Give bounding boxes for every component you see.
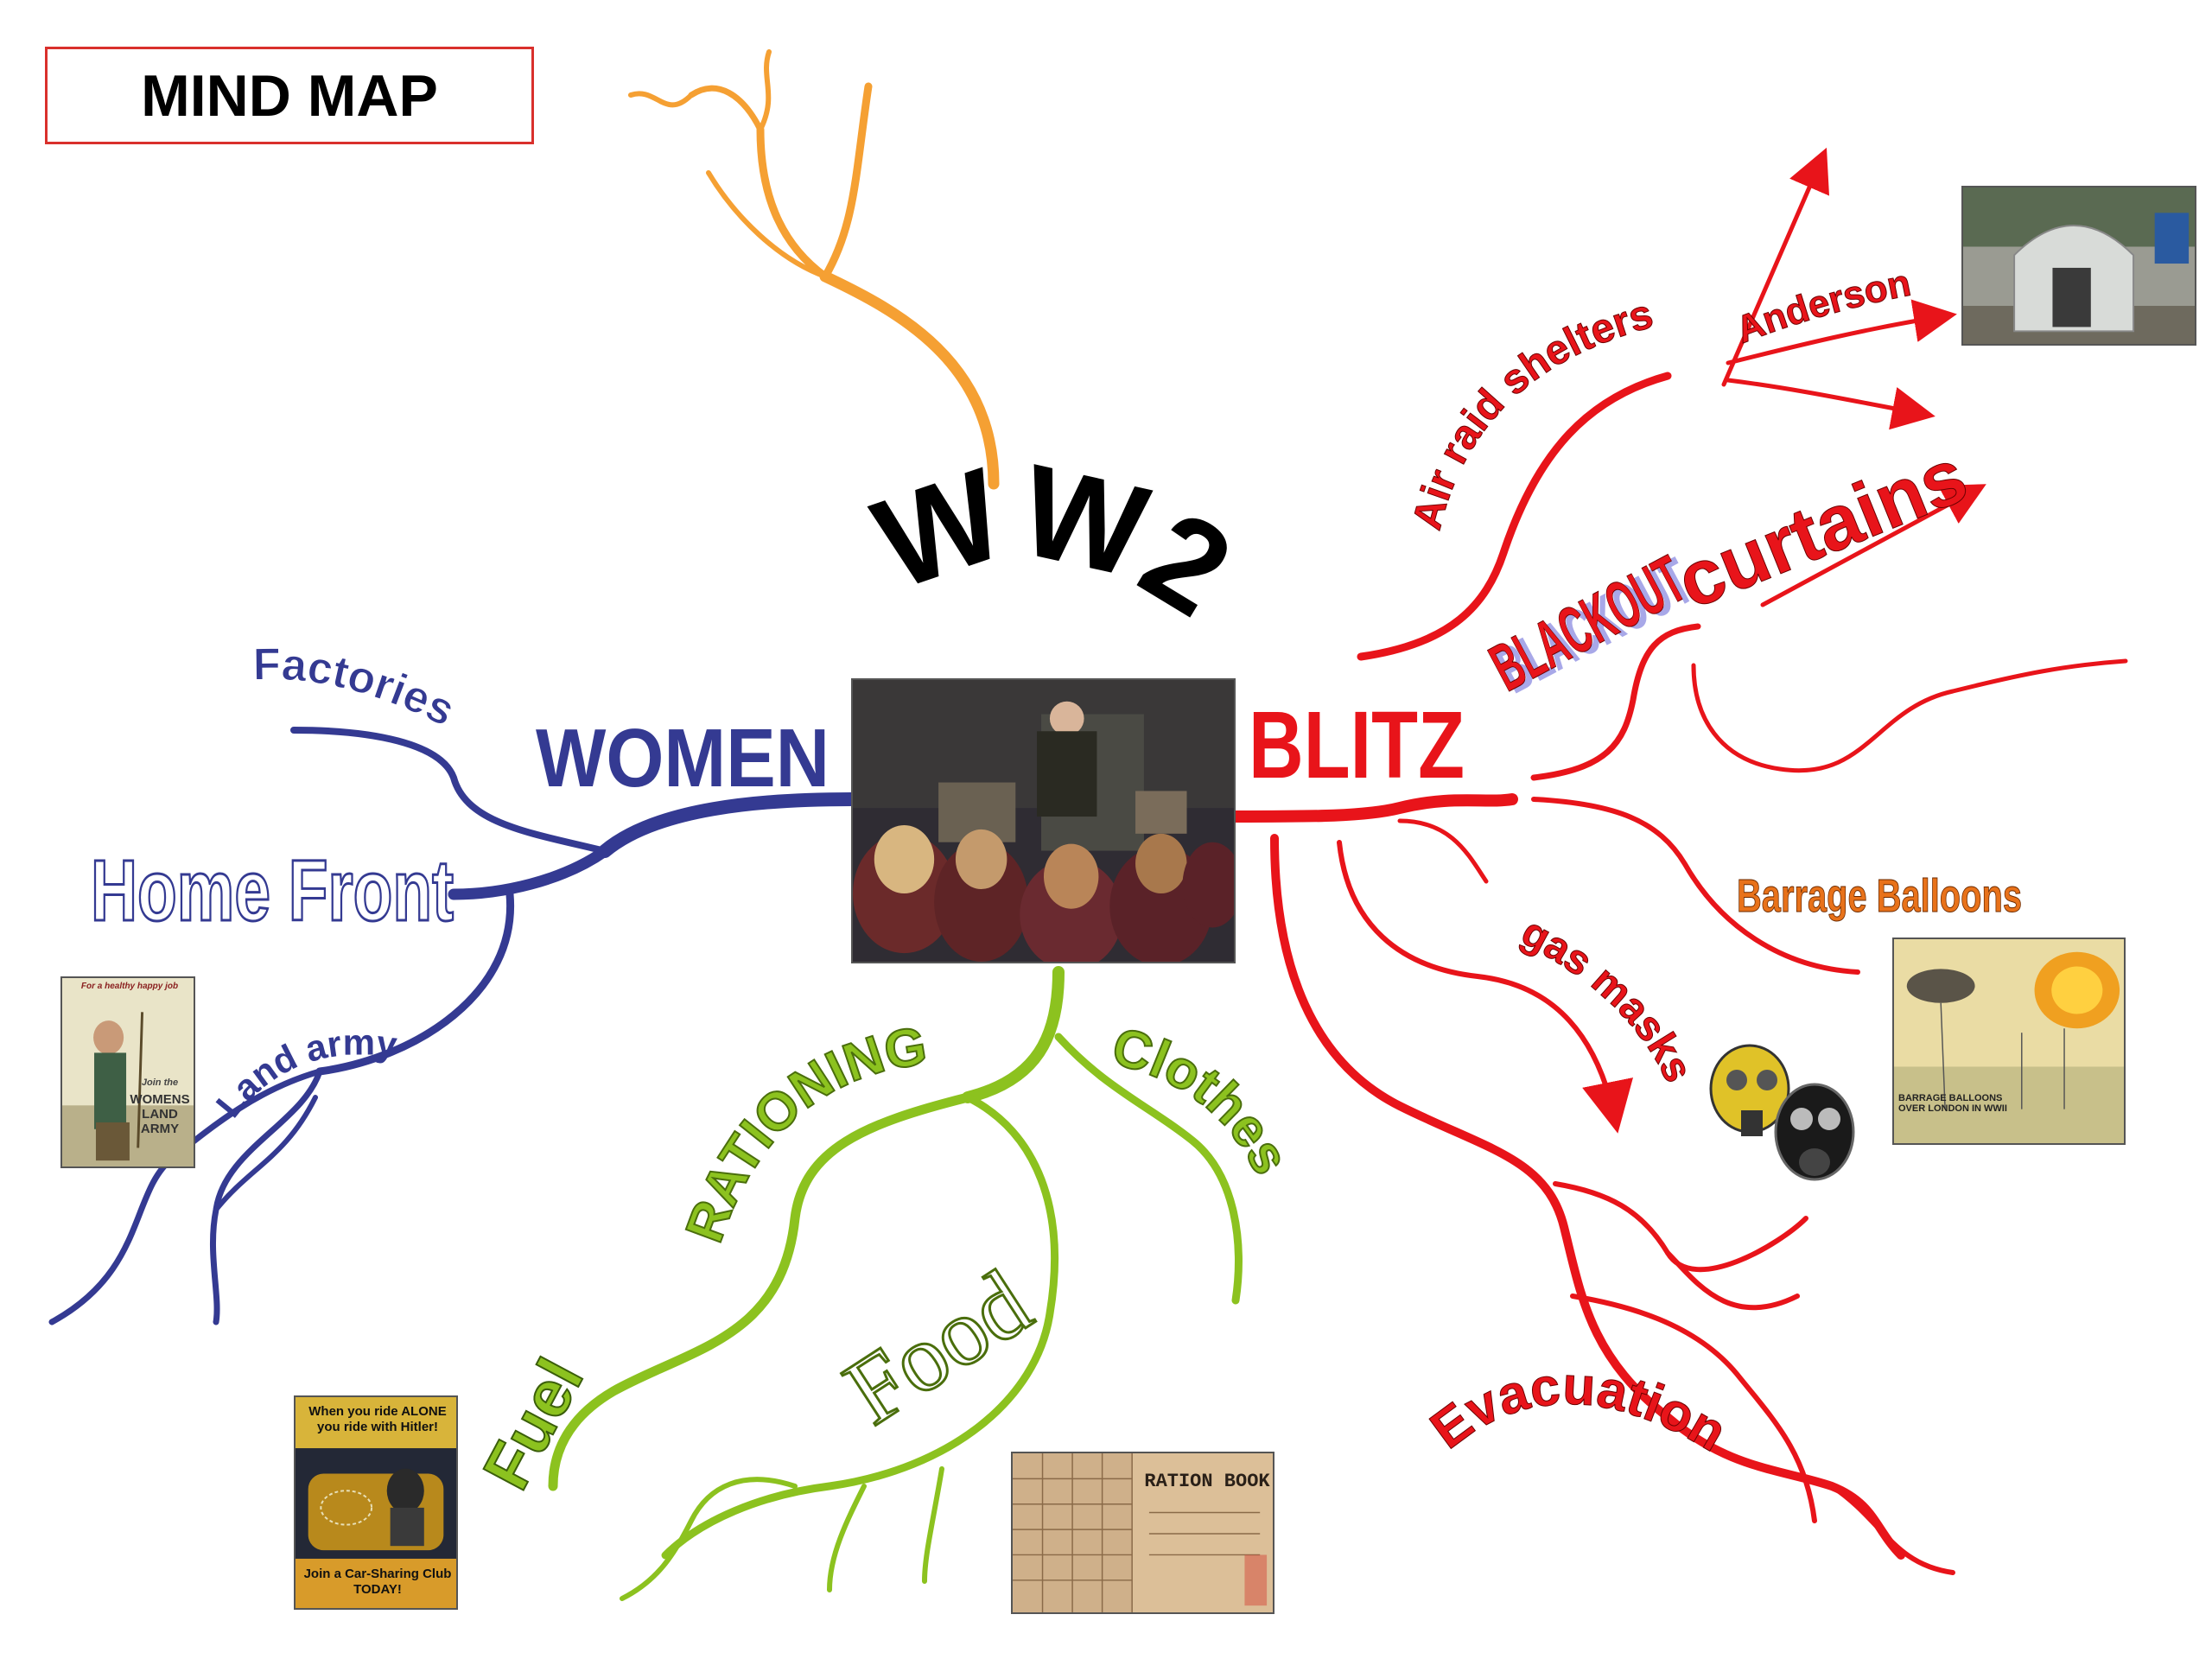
blitz-label: BLITZ [1249,692,1465,798]
barrage-balloons-art [1894,939,2124,1143]
center-photo [851,678,1236,963]
land-army-poster-top: For a healthy happy job [80,982,179,991]
curtains-label: curtains [1666,432,1979,626]
ration-book-label: RATION BOOK [1144,1471,1270,1492]
car-sharing-poster: When you ride ALONE you ride with Hitler… [294,1395,458,1610]
ration-book-art [1013,1453,1273,1612]
land-army-poster-text: WOMENS LAND ARMY [130,1092,190,1136]
center-title: WW2 [858,436,1255,644]
car-sharing-poster-top: When you ride ALONE you ride with Hitler… [308,1404,447,1434]
anderson-shelter-art [1963,188,2195,344]
ration-book-image: RATION BOOK [1011,1452,1274,1614]
blackout-label-group: BLACKOUT BLACKOUT [1478,540,1704,707]
women-branch [48,727,858,1325]
rationing-label: RATIONING [675,1016,931,1250]
food-label: Food [827,1249,1048,1445]
classroom-photo-art [853,680,1234,962]
barrage-balloons-caption: BARRAGE BALLOONS OVER LONDON IN WWII [1898,1093,2007,1114]
rationing-branch [548,966,1243,1601]
blackout-label: BLACKOUT [1478,541,1697,705]
home-front-label: Home Front [91,842,454,939]
air-raid-shelters-label: Air raid shelters [1404,291,1658,534]
land-army-poster: For a healthy happy job Join the WOMENS … [60,976,195,1168]
mind-map-title: MIND MAP [45,47,534,144]
anderson-shelter-photo [1961,186,2196,346]
evacuation-label: Evacuation [1420,1356,1736,1463]
blitz-branch [1230,147,2128,1575]
car-sharing-poster-bottom: Join a Car-Sharing Club TODAY! [303,1567,452,1597]
barrage-balloons-label: Barrage Balloons [1737,870,2022,922]
women-label: WOMEN [536,712,830,804]
gas-masks-art [1709,1044,1855,1181]
land-army-poster-art [62,978,194,1166]
gas-masks-picture [1698,1028,1866,1197]
untitled-branch [628,49,1000,490]
land-army-label: Land army [208,1022,400,1125]
barrage-balloons-picture: BARRAGE BALLOONS OVER LONDON IN WWII [1892,938,2126,1145]
car-sharing-poster-art [296,1397,456,1608]
land-army-poster-join: Join the [141,1077,179,1088]
factories-label: Factories [252,639,462,736]
